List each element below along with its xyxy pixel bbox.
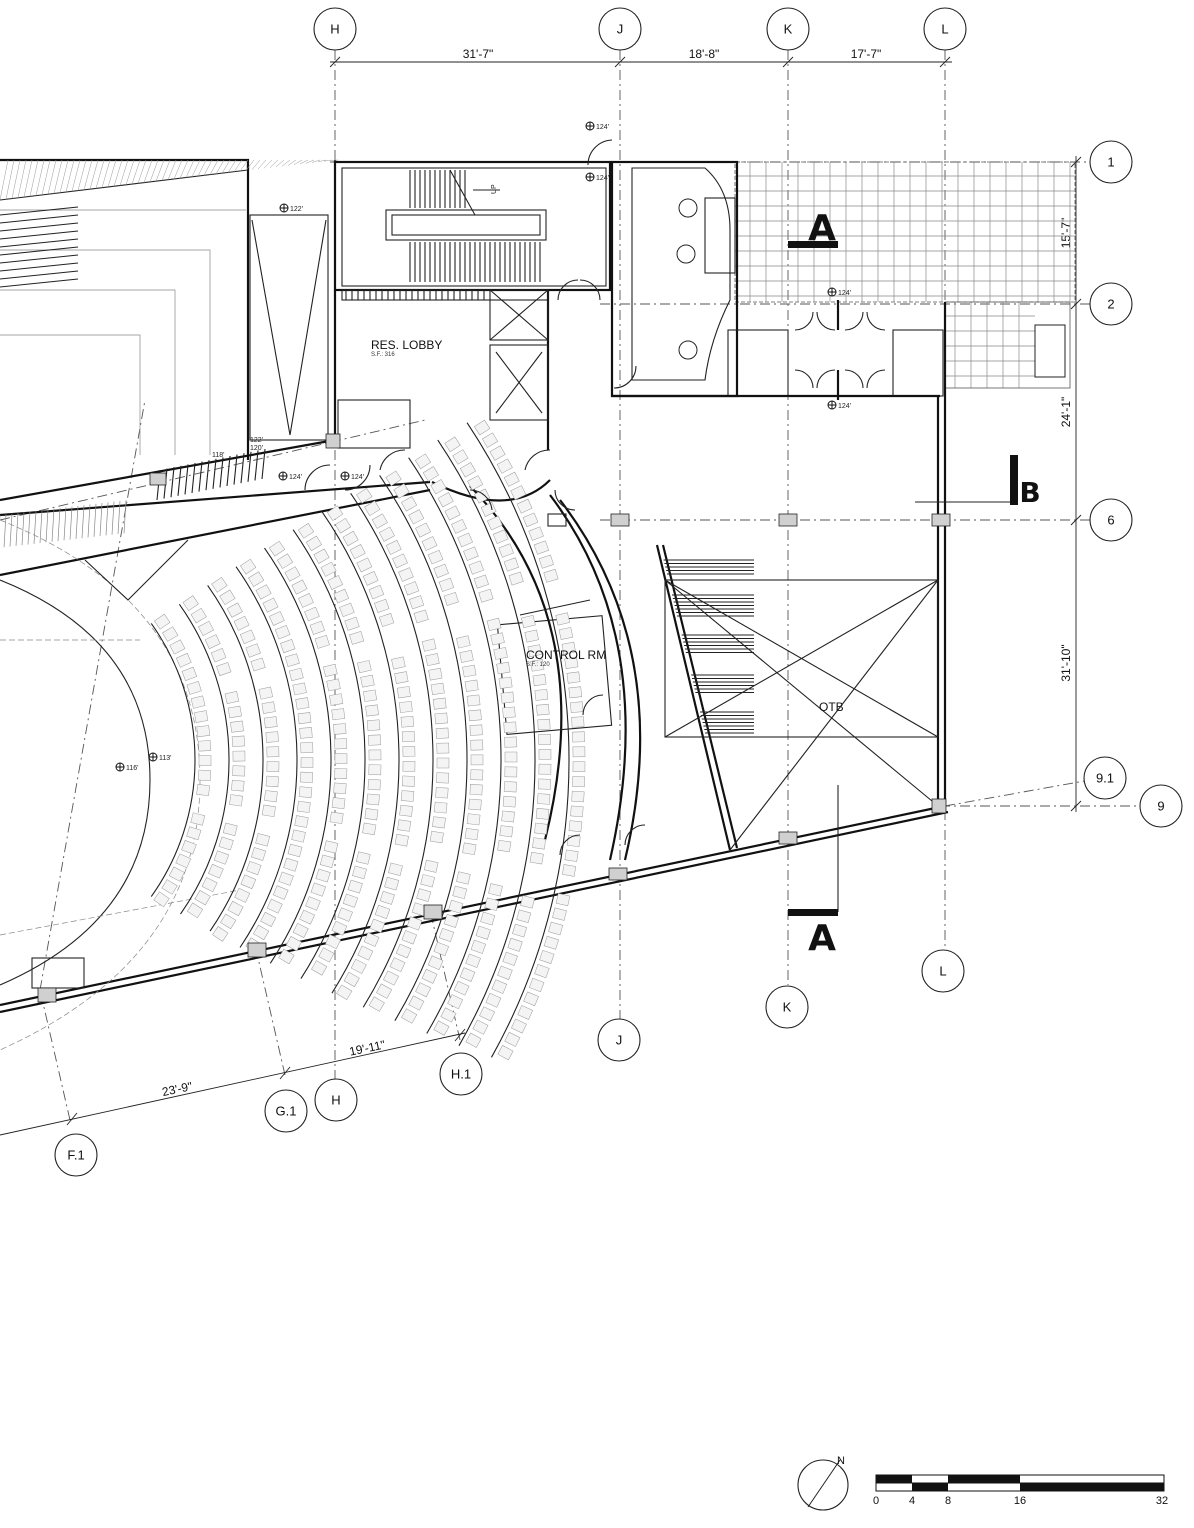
grid-bubble-l-top: L [923, 7, 967, 51]
building-walls [0, 158, 1010, 1014]
svg-text:J: J [616, 1033, 623, 1048]
grid-bubble-1: 1 [1089, 140, 1133, 184]
grid-bubble-j-bottom: J [597, 1018, 641, 1062]
right-dimension-string: 15'-7" 24'-1" 31'-10" [1059, 156, 1082, 812]
door-swings [304, 139, 886, 856]
grid-bubble-9-1: 9.1 [1083, 756, 1127, 800]
svg-text:RES. LOBBY: RES. LOBBY [371, 338, 442, 352]
svg-text:A: A [808, 918, 836, 959]
dim-f1-g1: 23'-9" [161, 1079, 194, 1099]
structural-columns [37, 433, 951, 1003]
svg-text:120': 120' [250, 445, 263, 452]
grid-bubble-9: 9 [1139, 784, 1183, 828]
grid-bubble-k-top: K [766, 7, 810, 51]
svg-text:B: B [1019, 476, 1040, 509]
dim-k-l: 17'-7" [851, 47, 882, 61]
room-label-res-lobby: RES. LOBBY S.F.: 316 [371, 338, 442, 358]
grid-bubble-f1: F.1 [54, 1133, 98, 1177]
svg-text:9.1: 9.1 [1096, 771, 1114, 786]
svg-text:122': 122' [250, 437, 263, 444]
svg-text:124': 124' [289, 474, 302, 481]
dim-g1-h1: 19'-11" [348, 1037, 386, 1058]
svg-text:J: J [617, 22, 624, 37]
office-chairs [676, 198, 698, 360]
svg-text:OTB: OTB [819, 700, 844, 714]
svg-text:8: 8 [945, 1495, 951, 1507]
dim-1-2: 15'-7" [1059, 218, 1073, 249]
section-marker-a-bottom: A [788, 785, 839, 959]
svg-text:124': 124' [596, 175, 609, 182]
grid-bubble-6: 6 [1089, 498, 1133, 542]
svg-text:124': 124' [596, 124, 609, 131]
svg-text:G.1: G.1 [276, 1104, 297, 1119]
svg-text:CONTROL RM: CONTROL RM [526, 648, 606, 662]
grid-lines [0, 50, 1140, 1121]
svg-text:2: 2 [1107, 297, 1114, 312]
svg-text:116': 116' [126, 765, 139, 772]
graphic-scale: 0 4 8 16 32 [873, 1474, 1168, 1507]
grid-bubble-h-top: H [313, 7, 357, 51]
svg-text:K: K [784, 22, 793, 37]
patio-paving [734, 161, 1076, 389]
svg-text:UP: UP [491, 184, 498, 194]
dim-2-6: 24'-1" [1059, 397, 1073, 428]
svg-text:124': 124' [351, 474, 364, 481]
svg-text:113': 113' [159, 755, 172, 762]
svg-text:124': 124' [838, 290, 851, 297]
svg-text:4: 4 [909, 1495, 915, 1507]
grid-bubble-k-bottom: K [765, 985, 809, 1029]
svg-text:F.1: F.1 [67, 1148, 84, 1163]
section-marker-a-top: A [788, 208, 838, 249]
svg-text:S.F.: 316: S.F.: 316 [371, 352, 395, 358]
svg-text:16: 16 [1014, 1495, 1026, 1507]
svg-text:H: H [331, 1093, 340, 1108]
svg-text:H.1: H.1 [451, 1067, 471, 1082]
north-arrow-icon: N [797, 1455, 849, 1511]
auditorium-seating [150, 419, 586, 1061]
svg-text:32: 32 [1156, 1495, 1168, 1507]
top-dimension-string: 31'-7" 18'-8" 17'-7" [329, 47, 952, 68]
svg-text:122': 122' [290, 206, 303, 213]
svg-text:6: 6 [1107, 513, 1114, 528]
section-marker-b: B [1010, 455, 1041, 509]
svg-text:L: L [941, 22, 948, 37]
stair-up-arrow: UP [473, 184, 500, 194]
dim-6-9: 31'-10" [1059, 644, 1073, 681]
grid-bubble-l-bottom: L [921, 949, 965, 993]
room-label-control-rm: CONTROL RM S.F.: 120 [526, 648, 606, 668]
dim-j-k: 18'-8" [689, 47, 720, 61]
svg-text:K: K [783, 1000, 792, 1015]
dim-h-j: 31'-7" [463, 47, 494, 61]
svg-text:N: N [837, 1455, 845, 1467]
svg-text:L: L [939, 964, 946, 979]
svg-text:124': 124' [838, 403, 851, 410]
svg-text:9: 9 [1157, 799, 1164, 814]
grid-bubble-h1: H.1 [439, 1052, 483, 1096]
room-label-otb: OTB [819, 700, 844, 714]
grid-bubble-2: 2 [1089, 282, 1133, 326]
svg-text:1: 1 [1107, 155, 1114, 170]
grid-bubble-h-bottom: H [314, 1078, 358, 1122]
grid-bubble-g1: G.1 [264, 1089, 308, 1133]
elevation-markers: 124' 124' 122' 124' 124' 124' 124' 122' … [115, 121, 851, 772]
svg-text:S.F.: 120: S.F.: 120 [526, 662, 550, 668]
svg-text:H: H [330, 22, 339, 37]
grid-bubble-j-top: J [598, 7, 642, 51]
svg-text:0: 0 [873, 1495, 879, 1507]
svg-text:118': 118' [212, 452, 225, 459]
svg-text:A: A [808, 208, 836, 249]
